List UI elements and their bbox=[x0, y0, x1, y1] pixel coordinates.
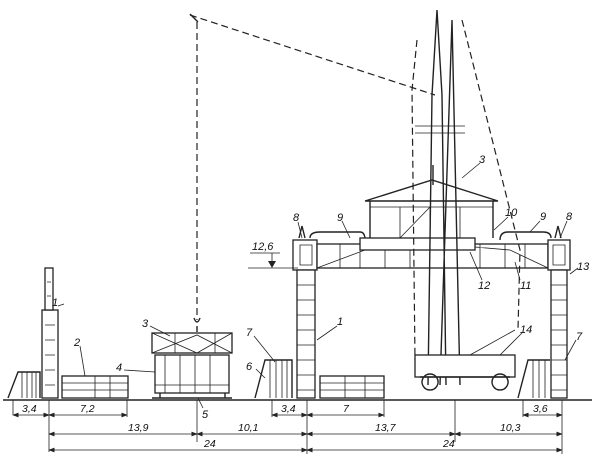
dim-7: 7 bbox=[343, 403, 350, 415]
crawler-crane bbox=[411, 9, 521, 391]
label-cage-body: 4 bbox=[116, 362, 122, 374]
column-left bbox=[41, 267, 59, 399]
stack-mid bbox=[319, 375, 385, 399]
dim-3-4-mid: 3,4 bbox=[281, 403, 296, 415]
label-cage-top: 3 bbox=[142, 318, 149, 330]
lifting-cage bbox=[151, 332, 233, 399]
dim-13-7: 13,7 bbox=[375, 422, 397, 434]
label-rack-mid: 7 bbox=[246, 327, 253, 339]
stack-left bbox=[61, 375, 129, 399]
hook-frame bbox=[364, 179, 499, 239]
label-stack-right: 7 bbox=[576, 331, 583, 343]
label-truss: 11 bbox=[520, 280, 531, 292]
tower-crane-boom bbox=[189, 13, 436, 332]
rack-far-left bbox=[7, 371, 41, 399]
label-frame-post: 10 bbox=[505, 207, 518, 219]
level-mark: 12,6 bbox=[248, 241, 298, 269]
rack-right bbox=[517, 359, 550, 399]
label-rail-right: 9 bbox=[540, 211, 546, 223]
label-cage-pivot: 5 bbox=[202, 409, 209, 421]
level-mark-label: 12,6 bbox=[252, 241, 274, 253]
label-portal-column: 1 bbox=[337, 316, 343, 328]
label-cab-right: 13 bbox=[577, 261, 590, 273]
callout-labels: 1 2 3 4 5 7 6 1 8 9 3 10 9 8 12 11 13 14… bbox=[52, 154, 590, 421]
portal-beam bbox=[309, 231, 552, 269]
dimension-lines: 3,4 7,2 3,4 7 3,6 13,9 10,1 13,7 10,3 24… bbox=[12, 400, 563, 454]
label-hook-frame: 3 bbox=[479, 154, 486, 166]
dim-10-3: 10,3 bbox=[500, 422, 521, 434]
label-crawler-crane: 14 bbox=[520, 324, 532, 336]
dim-3-6: 3,6 bbox=[533, 403, 548, 415]
label-column-left: 1 bbox=[52, 297, 58, 309]
rack-mid bbox=[254, 359, 293, 399]
label-post-right: 8 bbox=[566, 211, 573, 223]
dim-10-1: 10,1 bbox=[238, 422, 258, 434]
label-post-left: 8 bbox=[293, 212, 300, 224]
portal-column-right bbox=[547, 225, 571, 399]
dim-24-right: 24 bbox=[442, 438, 455, 450]
dim-3-4-left: 3,4 bbox=[22, 403, 37, 415]
dim-24-left: 24 bbox=[203, 438, 216, 450]
dim-7-2: 7,2 bbox=[80, 403, 95, 415]
dim-13-9: 13,9 bbox=[128, 422, 149, 434]
label-stack-left: 2 bbox=[73, 337, 80, 349]
label-rack-left: 6 bbox=[246, 361, 253, 373]
portal-column-left bbox=[292, 225, 318, 399]
label-rail-left: 9 bbox=[337, 212, 343, 224]
label-beam-joint: 12 bbox=[478, 280, 490, 292]
